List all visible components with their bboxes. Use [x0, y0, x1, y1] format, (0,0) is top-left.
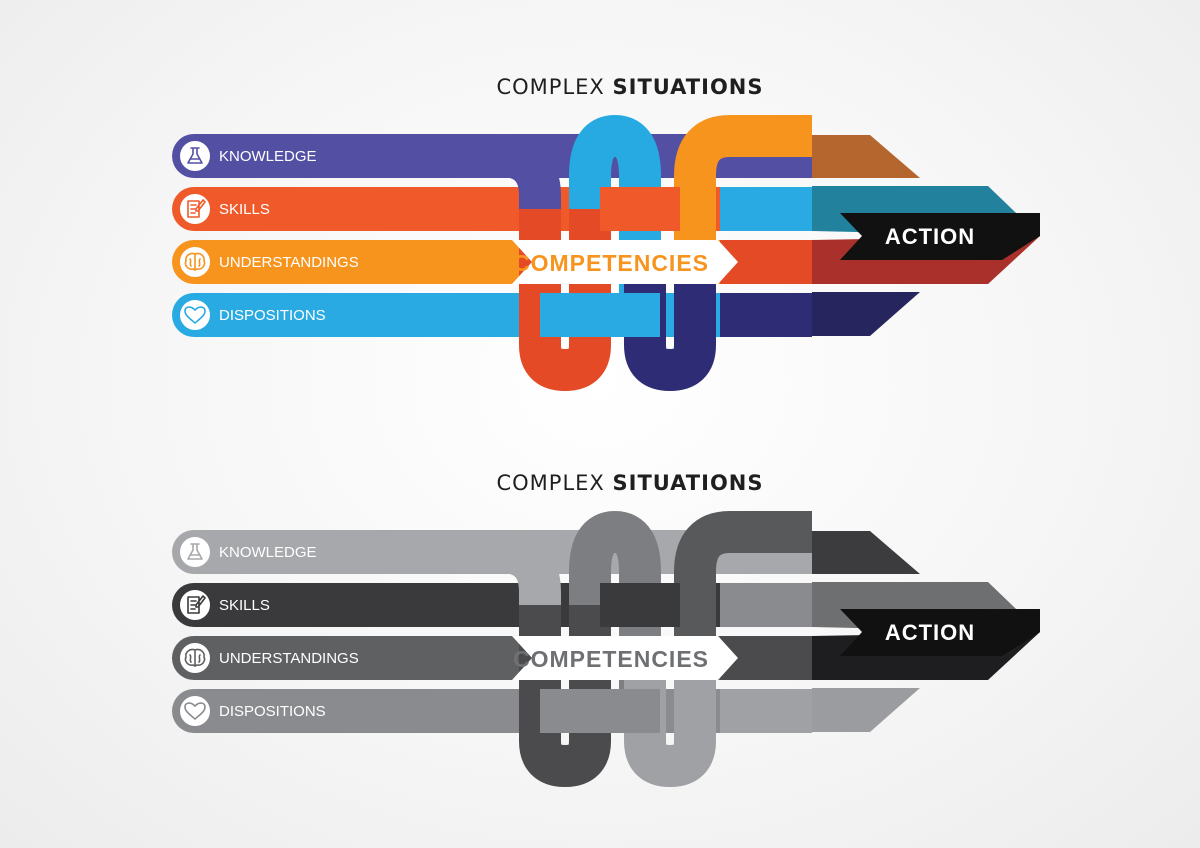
loop-knowledge: [498, 135, 561, 302]
loop-u-right: [624, 262, 716, 392]
weave-dispositions: [540, 689, 660, 733]
weave-blue-right: [720, 583, 812, 627]
heart-icon: [178, 694, 212, 728]
tip-knowledge: [812, 531, 920, 574]
title-space: [605, 471, 613, 495]
diagram-color: COMPLEX SITUATIONS COMPETENCIES ACTION KNOW…: [172, 75, 1040, 392]
flask-icon: [178, 535, 212, 569]
weave-blue-right: [720, 187, 812, 231]
label-skills: SKILLS: [219, 201, 270, 218]
notepad-pencil-icon: [178, 192, 212, 226]
weave-dispositions: [540, 293, 660, 337]
tip-dispositions: [812, 292, 920, 336]
loop-arch-right: [674, 511, 812, 711]
brain-icon: [178, 641, 212, 675]
loop-arch-left: [569, 510, 661, 721]
label-understandings: UNDERSTANDINGS: [219, 254, 359, 271]
label-knowledge: KNOWLEDGE: [219, 148, 317, 165]
tip-dispositions: [812, 688, 920, 732]
weave-skills: [600, 187, 680, 231]
title-regular: COMPLEX: [496, 471, 604, 495]
label-understandings: UNDERSTANDINGS: [219, 650, 359, 667]
diagram-grayscale: COMPLEX SITUATIONS COMPETENCIES ACTION KNOW…: [172, 471, 1040, 788]
label-knowledge: KNOWLEDGE: [219, 544, 317, 561]
loop-arch-right: [674, 115, 812, 315]
title-bold: SITUATIONS: [613, 471, 764, 495]
title-regular: COMPLEX: [496, 75, 604, 99]
title-space: [605, 75, 613, 99]
weave-navy-right: [720, 689, 812, 733]
action-arrow-tip: [980, 213, 1040, 260]
tip-knowledge: [812, 135, 920, 178]
competencies-arrow: [512, 636, 738, 680]
weave-skills: [600, 583, 680, 627]
diagram-title: COMPLEX SITUATIONS: [496, 75, 763, 99]
competencies-label: COMPETENCIES: [513, 250, 709, 276]
understandings-arrowhead: [470, 636, 512, 680]
diagram-title: COMPLEX SITUATIONS: [496, 471, 763, 495]
flask-icon: [178, 139, 212, 173]
label-dispositions: DISPOSITIONS: [219, 703, 326, 720]
loop-arch-left: [569, 114, 661, 325]
label-dispositions: DISPOSITIONS: [219, 307, 326, 324]
heart-icon: [178, 298, 212, 332]
action-arrow-tip: [980, 609, 1040, 656]
loop-u-right: [624, 658, 716, 788]
brain-icon: [178, 245, 212, 279]
competencies-arrow: [512, 240, 738, 284]
notepad-pencil-icon: [178, 588, 212, 622]
competencies-label: COMPETENCIES: [513, 646, 709, 672]
action-label: ACTION: [885, 224, 975, 249]
understandings-arrowhead: [470, 240, 512, 284]
action-label: ACTION: [885, 620, 975, 645]
loop-u-left: [519, 605, 611, 788]
title-bold: SITUATIONS: [613, 75, 764, 99]
loop-knowledge: [498, 531, 561, 698]
weave-navy-right: [720, 293, 812, 337]
loop-u-left: [519, 209, 611, 392]
label-skills: SKILLS: [219, 597, 270, 614]
